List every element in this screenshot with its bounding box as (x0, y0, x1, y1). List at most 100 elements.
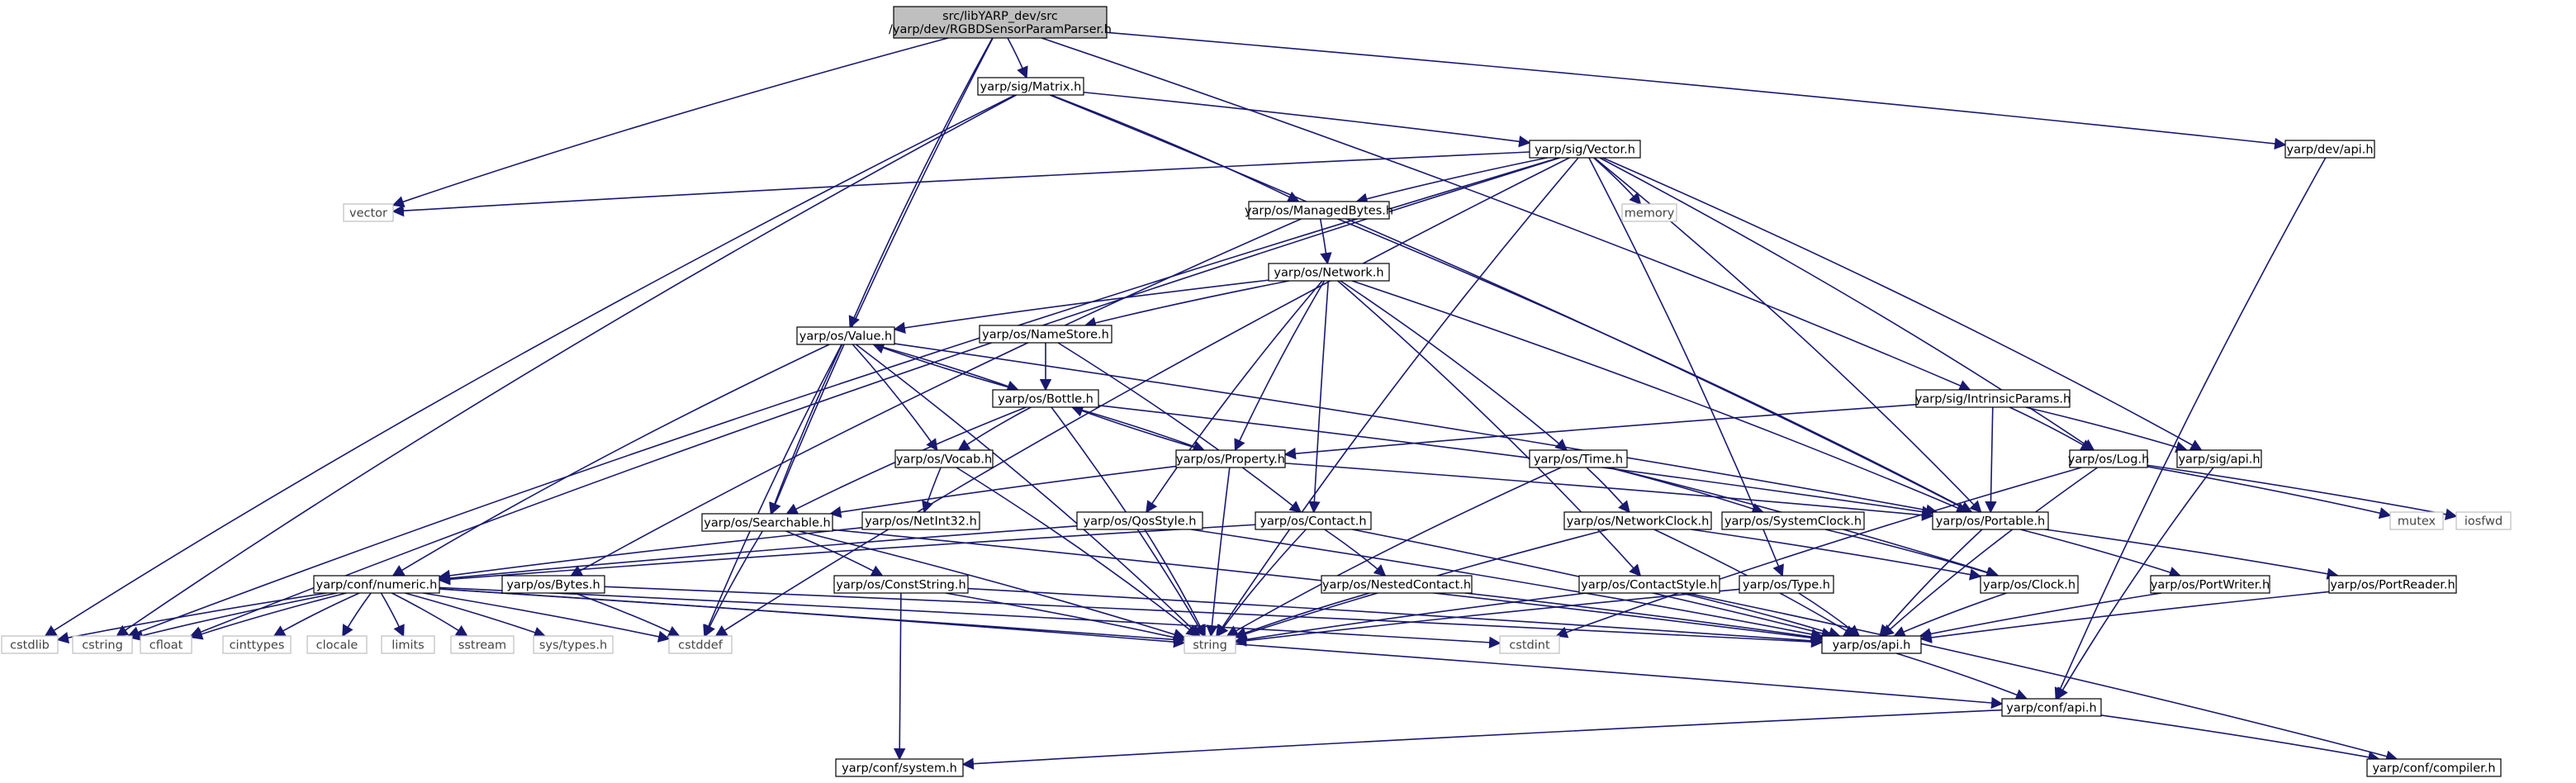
node-bytes-box (501, 575, 605, 594)
node-qosstyle[interactable]: yarp/os/QosStyle.h (1076, 511, 1203, 530)
node-sigapi[interactable]: yarp/sig/api.h (2176, 449, 2262, 468)
node-contactstyle-label: yarp/os/ContactStyle.h (1581, 579, 1717, 592)
edge-confapi-to-system (961, 709, 2003, 770)
edge-portwriter-to-osapi (1919, 592, 2162, 640)
edge-root-to-intrinsic (1041, 37, 1971, 392)
edge-intrinsic-to-sigapi (2025, 406, 2188, 453)
edge-numeric-to-systypes (405, 592, 547, 638)
edge-vector-to-managedbytes (1355, 157, 1548, 205)
node-bytes-label: yarp/os/Bytes.h (506, 579, 600, 592)
node-osapi-label: yarp/os/api.h (1833, 639, 1911, 652)
node-systemclock[interactable]: yarp/os/SystemClock.h (1721, 511, 1865, 530)
node-cstdint: cstdint (1499, 635, 1560, 654)
edge-property-to-bottle (1070, 405, 1205, 451)
edge-network-to-qosstyle (1146, 280, 1323, 514)
node-system[interactable]: yarp/conf/system.h (835, 758, 964, 777)
edge-managedbytes-to-bytes (570, 218, 1302, 577)
edge-value-to-searchable (769, 344, 843, 515)
edge-matrix-to-vector (1083, 91, 1531, 148)
edge-time-to-string (1226, 467, 1562, 637)
node-conststring-box (833, 575, 969, 594)
edge-portreader-to-osapi (1919, 591, 2330, 644)
edge-value-to-bottle (873, 344, 1019, 392)
edge-numeric-to-limits (380, 592, 405, 638)
node-contactstyle[interactable]: yarp/os/ContactStyle.h (1578, 575, 1720, 594)
node-nestedcontact[interactable]: yarp/os/NestedContact.h (1321, 575, 1473, 594)
node-clocale-box (306, 635, 368, 654)
node-bottle[interactable]: yarp/os/Bottle.h (992, 389, 1099, 408)
node-cstdlib-label: cstdlib (10, 639, 50, 652)
node-nestedcontact-label: yarp/os/NestedContact.h (1322, 579, 1471, 592)
node-root-box (893, 6, 1108, 39)
edge-network-to-property (1234, 280, 1326, 452)
node-numeric-box (313, 575, 440, 594)
node-qosstyle-box (1076, 511, 1203, 530)
node-clock[interactable]: yarp/os/Clock.h (1980, 575, 2079, 594)
node-root[interactable]: src/libYARP_dev/src/yarp/dev/RGBDSensorP… (889, 6, 1112, 39)
edge-clock-to-osapi (1893, 592, 2007, 638)
node-compiler[interactable]: yarp/conf/compiler.h (2366, 758, 2502, 777)
edge-bottle-to-vocab (957, 406, 1032, 451)
node-conststring[interactable]: yarp/os/ConstString.h (833, 575, 969, 594)
edge-conststring-to-system (893, 592, 906, 761)
node-devapi[interactable]: yarp/dev/api.h (2284, 140, 2375, 159)
node-vector[interactable]: yarp/sig/Vector.h (1529, 140, 1641, 159)
edge-root-to-std_vector (391, 37, 949, 208)
node-matrix[interactable]: yarp/sig/Matrix.h (977, 77, 1084, 96)
node-contact[interactable]: yarp/os/Contact.h (1255, 511, 1372, 530)
node-type[interactable]: yarp/os/Type.h (1739, 575, 1834, 594)
edge-numeric-to-cinttypes (273, 592, 360, 637)
node-intrinsic-label: yarp/sig/IntrinsicParams.h (1915, 393, 2071, 406)
node-netint32[interactable]: yarp/os/NetInt32.h (861, 511, 980, 530)
edge-bytes-to-osapi (604, 586, 1824, 648)
node-bytes[interactable]: yarp/os/Bytes.h (501, 575, 605, 594)
edge-numeric-to-cstdint (439, 586, 1501, 649)
node-searchable[interactable]: yarp/os/Searchable.h (701, 513, 833, 532)
node-value[interactable]: yarp/os/Value.h (796, 326, 895, 345)
edge-value-to-numeric (391, 344, 830, 577)
node-portwriter[interactable]: yarp/os/PortWriter.h (2150, 575, 2270, 594)
edge-managedbytes-to-portable (1337, 218, 1973, 513)
node-networkclock[interactable]: yarp/os/NetworkClock.h (1563, 511, 1712, 530)
node-network[interactable]: yarp/os/Network.h (1268, 263, 1390, 282)
node-cinttypes-box (222, 635, 292, 654)
node-time[interactable]: yarp/os/Time.h (1529, 449, 1628, 468)
node-vocab[interactable]: yarp/os/Vocab.h (894, 449, 994, 468)
node-cstddef-box (668, 635, 733, 654)
node-log[interactable]: yarp/os/Log.h (2068, 449, 2150, 468)
node-managedbytes[interactable]: yarp/os/ManagedBytes.h (1245, 201, 1393, 220)
node-property-box (1175, 449, 1286, 468)
node-portable[interactable]: yarp/os/Portable.h (1932, 511, 2049, 530)
node-intrinsic[interactable]: yarp/sig/IntrinsicParams.h (1915, 389, 2071, 408)
edge-portable-to-portreader (2045, 529, 2340, 580)
node-root-label: /yarp/dev/RGBDSensorParamParser.h (889, 23, 1112, 36)
node-vocab-box (894, 449, 994, 468)
node-nestedcontact-box (1321, 575, 1473, 594)
node-cstring-label: cstring (82, 639, 123, 652)
node-root-label: src/libYARP_dev/src (942, 10, 1058, 23)
node-vector-label: yarp/sig/Vector.h (1535, 144, 1635, 157)
node-cinttypes-label: cinttypes (230, 639, 285, 652)
node-numeric-label: yarp/conf/numeric.h (316, 579, 438, 592)
edge-namestore-to-contact (1057, 342, 1302, 513)
edge-sigapi-to-confapi (2057, 467, 2214, 700)
edge-vector-to-cstddef (714, 157, 1570, 637)
node-mutex: mutex (2389, 511, 2444, 530)
node-numeric[interactable]: yarp/conf/numeric.h (313, 575, 440, 594)
edge-numeric-to-cstddef (423, 592, 671, 643)
node-conststring-label: yarp/os/ConstString.h (836, 579, 965, 592)
node-portable-label: yarp/os/Portable.h (1936, 515, 2045, 529)
node-contactstyle-box (1578, 575, 1720, 594)
node-log-box (2069, 449, 2148, 468)
edge-bottle-to-property (1071, 406, 1206, 453)
node-namestore[interactable]: yarp/os/NameStore.h (979, 325, 1112, 344)
node-portreader[interactable]: yarp/os/PortReader.h (2328, 575, 2457, 594)
node-osapi[interactable]: yarp/os/api.h (1821, 635, 1922, 654)
edge-vocab-to-netint32 (922, 467, 942, 514)
node-systypes-label: sys/types.h (539, 639, 607, 652)
edge-numeric-to-cfloat (190, 592, 347, 640)
node-networkclock-box (1563, 511, 1712, 530)
node-property[interactable]: yarp/os/Property.h (1175, 449, 1286, 468)
node-confapi[interactable]: yarp/conf/api.h (2001, 698, 2102, 717)
node-limits-box (381, 635, 435, 654)
